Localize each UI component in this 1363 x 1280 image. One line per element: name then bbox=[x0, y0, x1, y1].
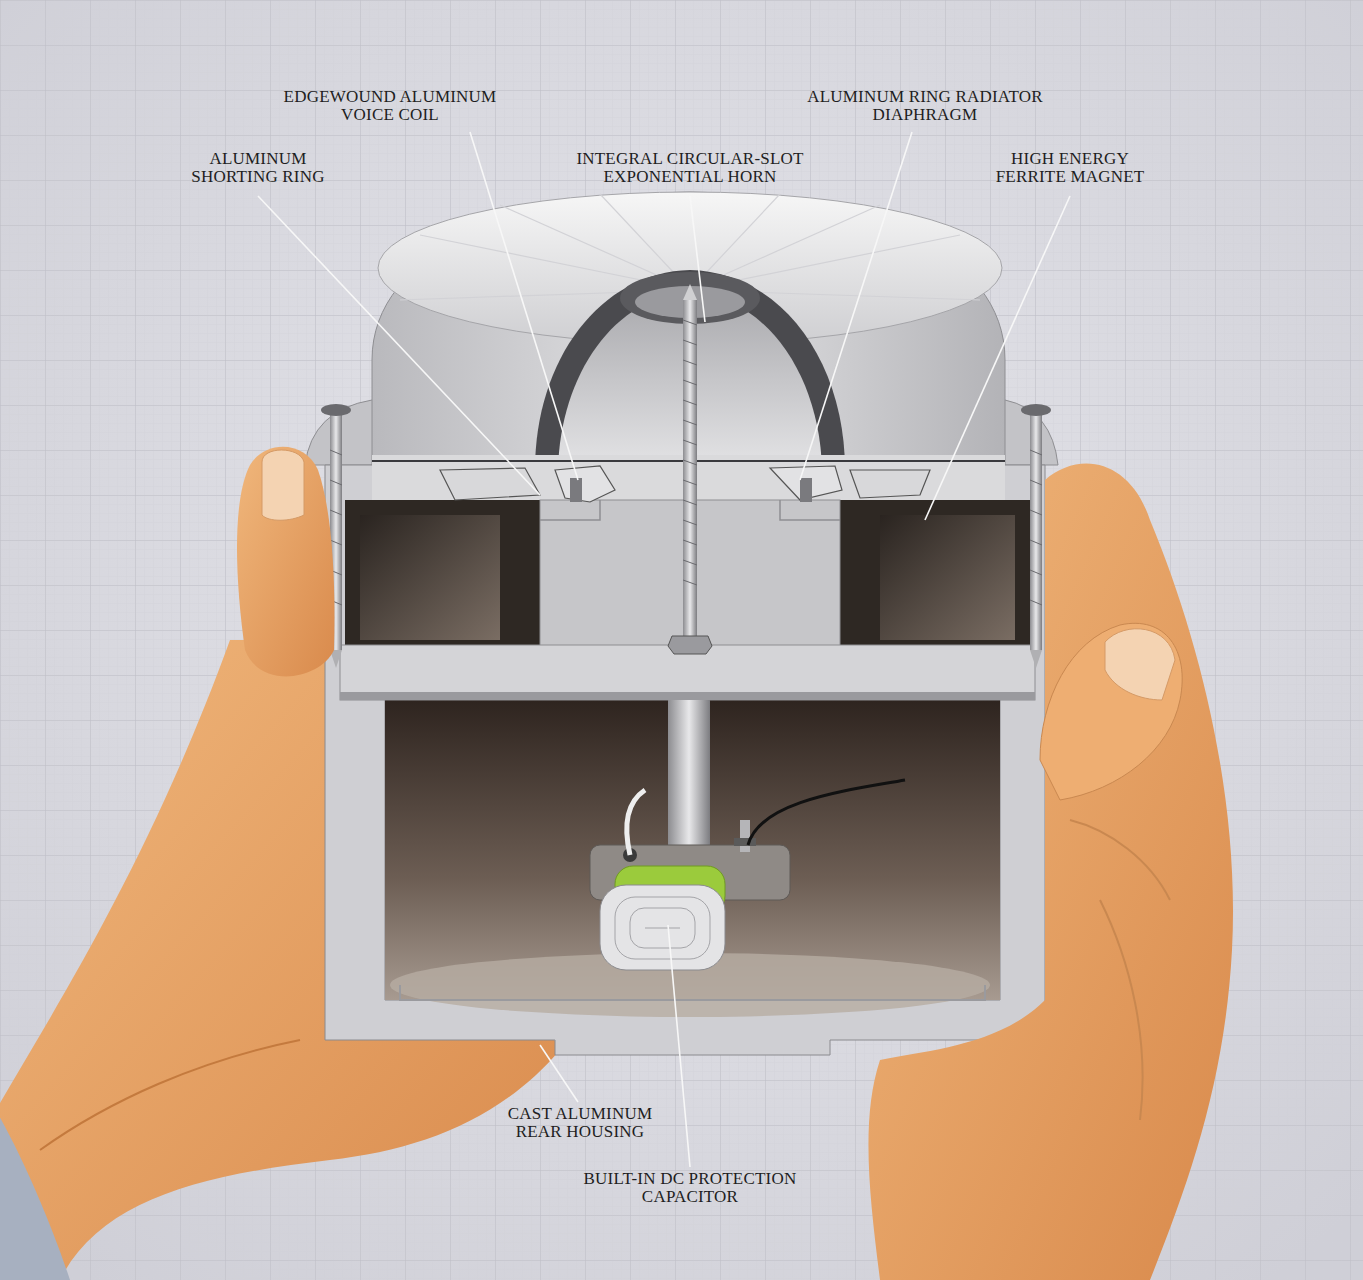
dc-protection-capacitor bbox=[600, 885, 725, 970]
screw-thread bbox=[683, 580, 697, 585]
pole-piece bbox=[340, 692, 1035, 700]
ferrite-magnet bbox=[840, 500, 1030, 645]
assembly-screw bbox=[683, 300, 697, 638]
leader-line bbox=[258, 196, 540, 495]
callout-label: ALUMINUM RING RADIATOR DIAPHRAGM bbox=[775, 88, 1075, 125]
leader-line bbox=[668, 925, 690, 1167]
left-thumb bbox=[237, 447, 334, 677]
rear-housing bbox=[385, 700, 1000, 1000]
callout-label: EDGEWOUND ALUMINUM VOICE COIL bbox=[270, 88, 510, 125]
dc-protection-capacitor bbox=[645, 928, 680, 929]
screw-thread bbox=[683, 540, 697, 545]
left-thumb bbox=[237, 447, 334, 677]
terminal-block bbox=[748, 780, 905, 845]
screw-thread bbox=[1030, 480, 1042, 485]
screw-thread bbox=[683, 320, 697, 585]
right-hand bbox=[1070, 820, 1170, 1120]
right-hand bbox=[1105, 629, 1175, 700]
dc-protection-capacitor bbox=[630, 908, 695, 948]
leader-line bbox=[925, 196, 1070, 520]
assembly-screw bbox=[683, 284, 697, 300]
ring-diaphragm bbox=[800, 478, 812, 502]
flange-screw bbox=[321, 404, 1051, 668]
screw-thread bbox=[1030, 450, 1042, 455]
callout-label: BUILT-IN DC PROTECTION CAPACITOR bbox=[570, 1170, 810, 1207]
screw-thread bbox=[683, 400, 697, 405]
screw-thread bbox=[1030, 570, 1042, 575]
assembly-screw bbox=[668, 284, 712, 654]
screw-thread bbox=[683, 500, 697, 505]
screw-thread bbox=[683, 380, 697, 385]
right-hand bbox=[1040, 623, 1182, 800]
rear-housing bbox=[400, 985, 985, 1000]
horn-face-rays bbox=[400, 194, 980, 300]
left-palm bbox=[40, 1040, 300, 1150]
terminal-block bbox=[734, 838, 756, 846]
assembly-screw bbox=[668, 636, 712, 654]
screw-thread bbox=[683, 340, 697, 345]
screw-thread bbox=[683, 480, 697, 485]
flange-screw bbox=[1021, 404, 1051, 416]
screw-thread bbox=[330, 450, 1042, 605]
ring-diaphragm bbox=[570, 478, 582, 502]
screw-thread bbox=[330, 480, 342, 485]
callout-label: HIGH ENERGY FERRITE MAGNET bbox=[975, 150, 1165, 187]
screw-thread bbox=[683, 420, 697, 425]
callout-label: ALUMINUM SHORTING RING bbox=[173, 150, 343, 187]
ferrite-magnet bbox=[345, 500, 540, 645]
ferrite-magnet bbox=[360, 515, 500, 640]
screw-thread bbox=[683, 440, 697, 445]
right-hand bbox=[868, 464, 1233, 1280]
flange-screw bbox=[1030, 650, 1042, 668]
screw-thread bbox=[683, 560, 697, 565]
screw-thread bbox=[683, 460, 697, 465]
screw-thread bbox=[683, 320, 697, 325]
leader-line bbox=[540, 1045, 578, 1102]
dc-protection-capacitor bbox=[615, 897, 710, 959]
terminal-block bbox=[627, 790, 645, 855]
screw-thread bbox=[330, 510, 342, 515]
left-palm bbox=[0, 1100, 70, 1280]
callout-label: INTEGRAL CIRCULAR-SLOT EXPONENTIAL HORN bbox=[545, 150, 835, 187]
right-hand bbox=[868, 464, 1233, 1280]
screw-thread bbox=[330, 540, 342, 545]
ferrite-magnet bbox=[880, 515, 1015, 640]
dc-protection-capacitor bbox=[600, 866, 725, 970]
leader-line bbox=[800, 132, 912, 480]
ring-diaphragm bbox=[555, 466, 615, 502]
leader-line bbox=[470, 132, 578, 480]
screw-thread bbox=[683, 360, 697, 365]
callout-label: CAST ALUMINUM REAR HOUSING bbox=[495, 1105, 665, 1142]
screw-thread bbox=[1030, 510, 1042, 515]
leader-line bbox=[258, 132, 1070, 1167]
leader-line bbox=[690, 196, 705, 322]
left-thumb bbox=[262, 450, 304, 520]
ring-diaphragm bbox=[440, 468, 540, 500]
screw-thread bbox=[1030, 600, 1042, 605]
flange-screw bbox=[1030, 410, 1042, 650]
screw-thread bbox=[330, 450, 342, 455]
terminal-block bbox=[740, 820, 750, 852]
ring-diaphragm bbox=[850, 470, 930, 498]
dc-protection-capacitor bbox=[615, 897, 710, 959]
screw-thread bbox=[683, 520, 697, 525]
screw-thread bbox=[1030, 540, 1042, 545]
flange-screw bbox=[321, 404, 351, 416]
